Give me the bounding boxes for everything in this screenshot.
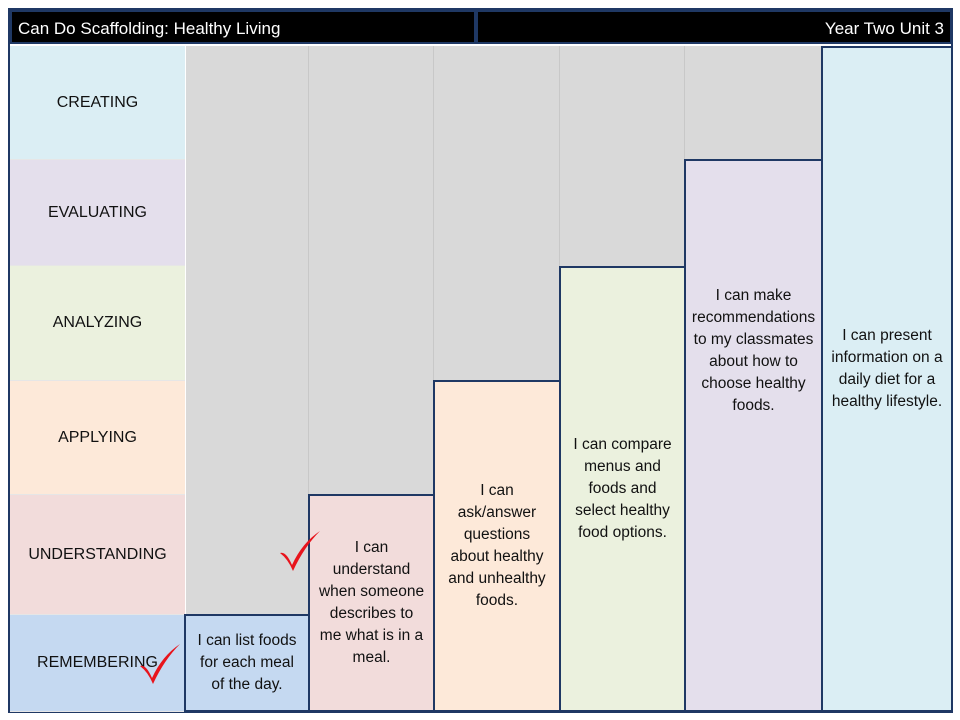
level-understanding: UNDERSTANDING <box>10 495 185 615</box>
level-evaluating: EVALUATING <box>10 160 185 266</box>
level-analyzing: ANALYZING <box>10 266 185 381</box>
level-remembering: REMEMBERING <box>10 615 185 712</box>
level-creating: CREATING <box>10 46 185 160</box>
page-title: Can Do Scaffolding: Healthy Living <box>10 10 476 44</box>
unit-label: Year Two Unit 3 <box>476 10 952 44</box>
step-text: I can list foods for each meal of the da… <box>197 632 297 693</box>
step-remembering: I can list foods for each meal of the da… <box>184 614 310 712</box>
level-applying: APPLYING <box>10 381 185 495</box>
checkmark-icon <box>140 644 180 684</box>
step-text: I can compare menus and foods and select… <box>573 436 672 541</box>
grid-line <box>308 46 309 712</box>
step-text: I can understand when someone describes … <box>318 539 425 666</box>
step-understanding: I can understand when someone describes … <box>308 494 435 712</box>
step-analyzing: I can compare menus and foods and select… <box>559 266 686 712</box>
checkmark-icon <box>280 531 320 571</box>
step-creating: I can present information on a daily die… <box>821 46 953 712</box>
step-applying: I can ask/answer questions about healthy… <box>433 380 561 712</box>
step-text: I can present information on a daily die… <box>831 327 943 410</box>
step-evaluating: I can make recommendations to my classma… <box>684 159 823 712</box>
step-text: I can ask/answer questions about healthy… <box>448 482 546 609</box>
step-text: I can make recommendations to my classma… <box>691 286 816 414</box>
grid-line <box>433 46 434 712</box>
